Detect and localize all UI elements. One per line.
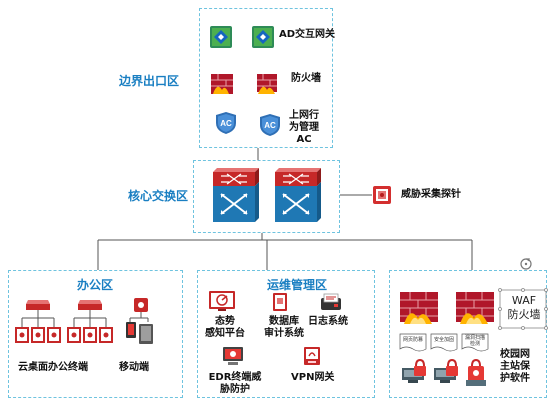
router-left bbox=[21, 300, 55, 328]
vpn-gateway-icon bbox=[304, 347, 320, 365]
edr-label: EDR终端威 胁防护 bbox=[208, 372, 262, 395]
core-zone-label: 核心交换区 bbox=[128, 189, 189, 203]
campus-lock-icons bbox=[402, 358, 486, 386]
rotate-handle-icon[interactable] bbox=[519, 257, 533, 271]
core-switch-icon-2 bbox=[275, 168, 321, 222]
ad-gateway-icon bbox=[210, 26, 232, 48]
vpn-label: VPN网关 bbox=[291, 372, 335, 383]
campus-firewall-icon-2 bbox=[456, 292, 494, 324]
mobile-label: 移动端 bbox=[119, 362, 149, 373]
behavior-mgmt-label: 上网行 为管理 AC bbox=[289, 110, 319, 145]
threat-probe-icon bbox=[373, 186, 391, 204]
situational-awareness-label: 态势 感知平台 bbox=[205, 316, 245, 339]
sub-label-3: 漏洞扫描 检测 bbox=[464, 335, 485, 347]
campus-protection-label: 校园网 主站保 护软件 bbox=[500, 349, 530, 384]
office-zone-label: 办公区 bbox=[77, 278, 114, 292]
firewall-icon bbox=[211, 74, 233, 94]
ac-badge-text: AC bbox=[220, 119, 232, 128]
waf-selection-box[interactable] bbox=[498, 288, 548, 330]
log-system-icon bbox=[321, 293, 341, 310]
campus-firewall-icon bbox=[400, 292, 438, 324]
sub-label-1: 网页防篡 bbox=[402, 337, 423, 343]
db-audit-label: 数据库 审计系统 bbox=[264, 316, 304, 339]
border-zone-label: 边界出口区 bbox=[119, 74, 180, 88]
log-system-label: 日志系统 bbox=[308, 316, 348, 327]
lock-group-2 bbox=[434, 358, 458, 383]
firewall-label: 防火墙 bbox=[291, 73, 321, 84]
office-network-icon bbox=[15, 300, 113, 343]
core-switch-icon bbox=[213, 168, 259, 222]
router-right bbox=[73, 300, 107, 328]
ops-zone-label: 运维管理区 bbox=[267, 278, 328, 292]
ad-gateway-label: AD交互网关 bbox=[279, 29, 336, 40]
firewall-icon-2 bbox=[257, 74, 277, 94]
ac-badge-text-2: AC bbox=[264, 121, 276, 130]
ac-shield-icon: AC bbox=[216, 112, 236, 134]
situational-awareness-icon bbox=[209, 291, 235, 311]
cloud-desktop-label: 云桌面办公终端 bbox=[18, 362, 88, 373]
waf-label: WAF 防火墙 bbox=[507, 294, 541, 321]
db-audit-icon bbox=[273, 293, 287, 311]
sub-label-2: 安全加固 bbox=[433, 337, 454, 343]
mobile-devices-icon bbox=[126, 298, 153, 344]
edr-icon bbox=[223, 347, 243, 365]
threat-probe-label: 威胁采集探针 bbox=[401, 189, 461, 200]
campus-document-icons bbox=[399, 333, 489, 352]
lock-group-3 bbox=[466, 358, 486, 386]
ad-gateway-icon-2 bbox=[252, 26, 274, 48]
ac-shield-icon-2: AC bbox=[260, 114, 280, 136]
lock-group-1 bbox=[402, 358, 426, 383]
